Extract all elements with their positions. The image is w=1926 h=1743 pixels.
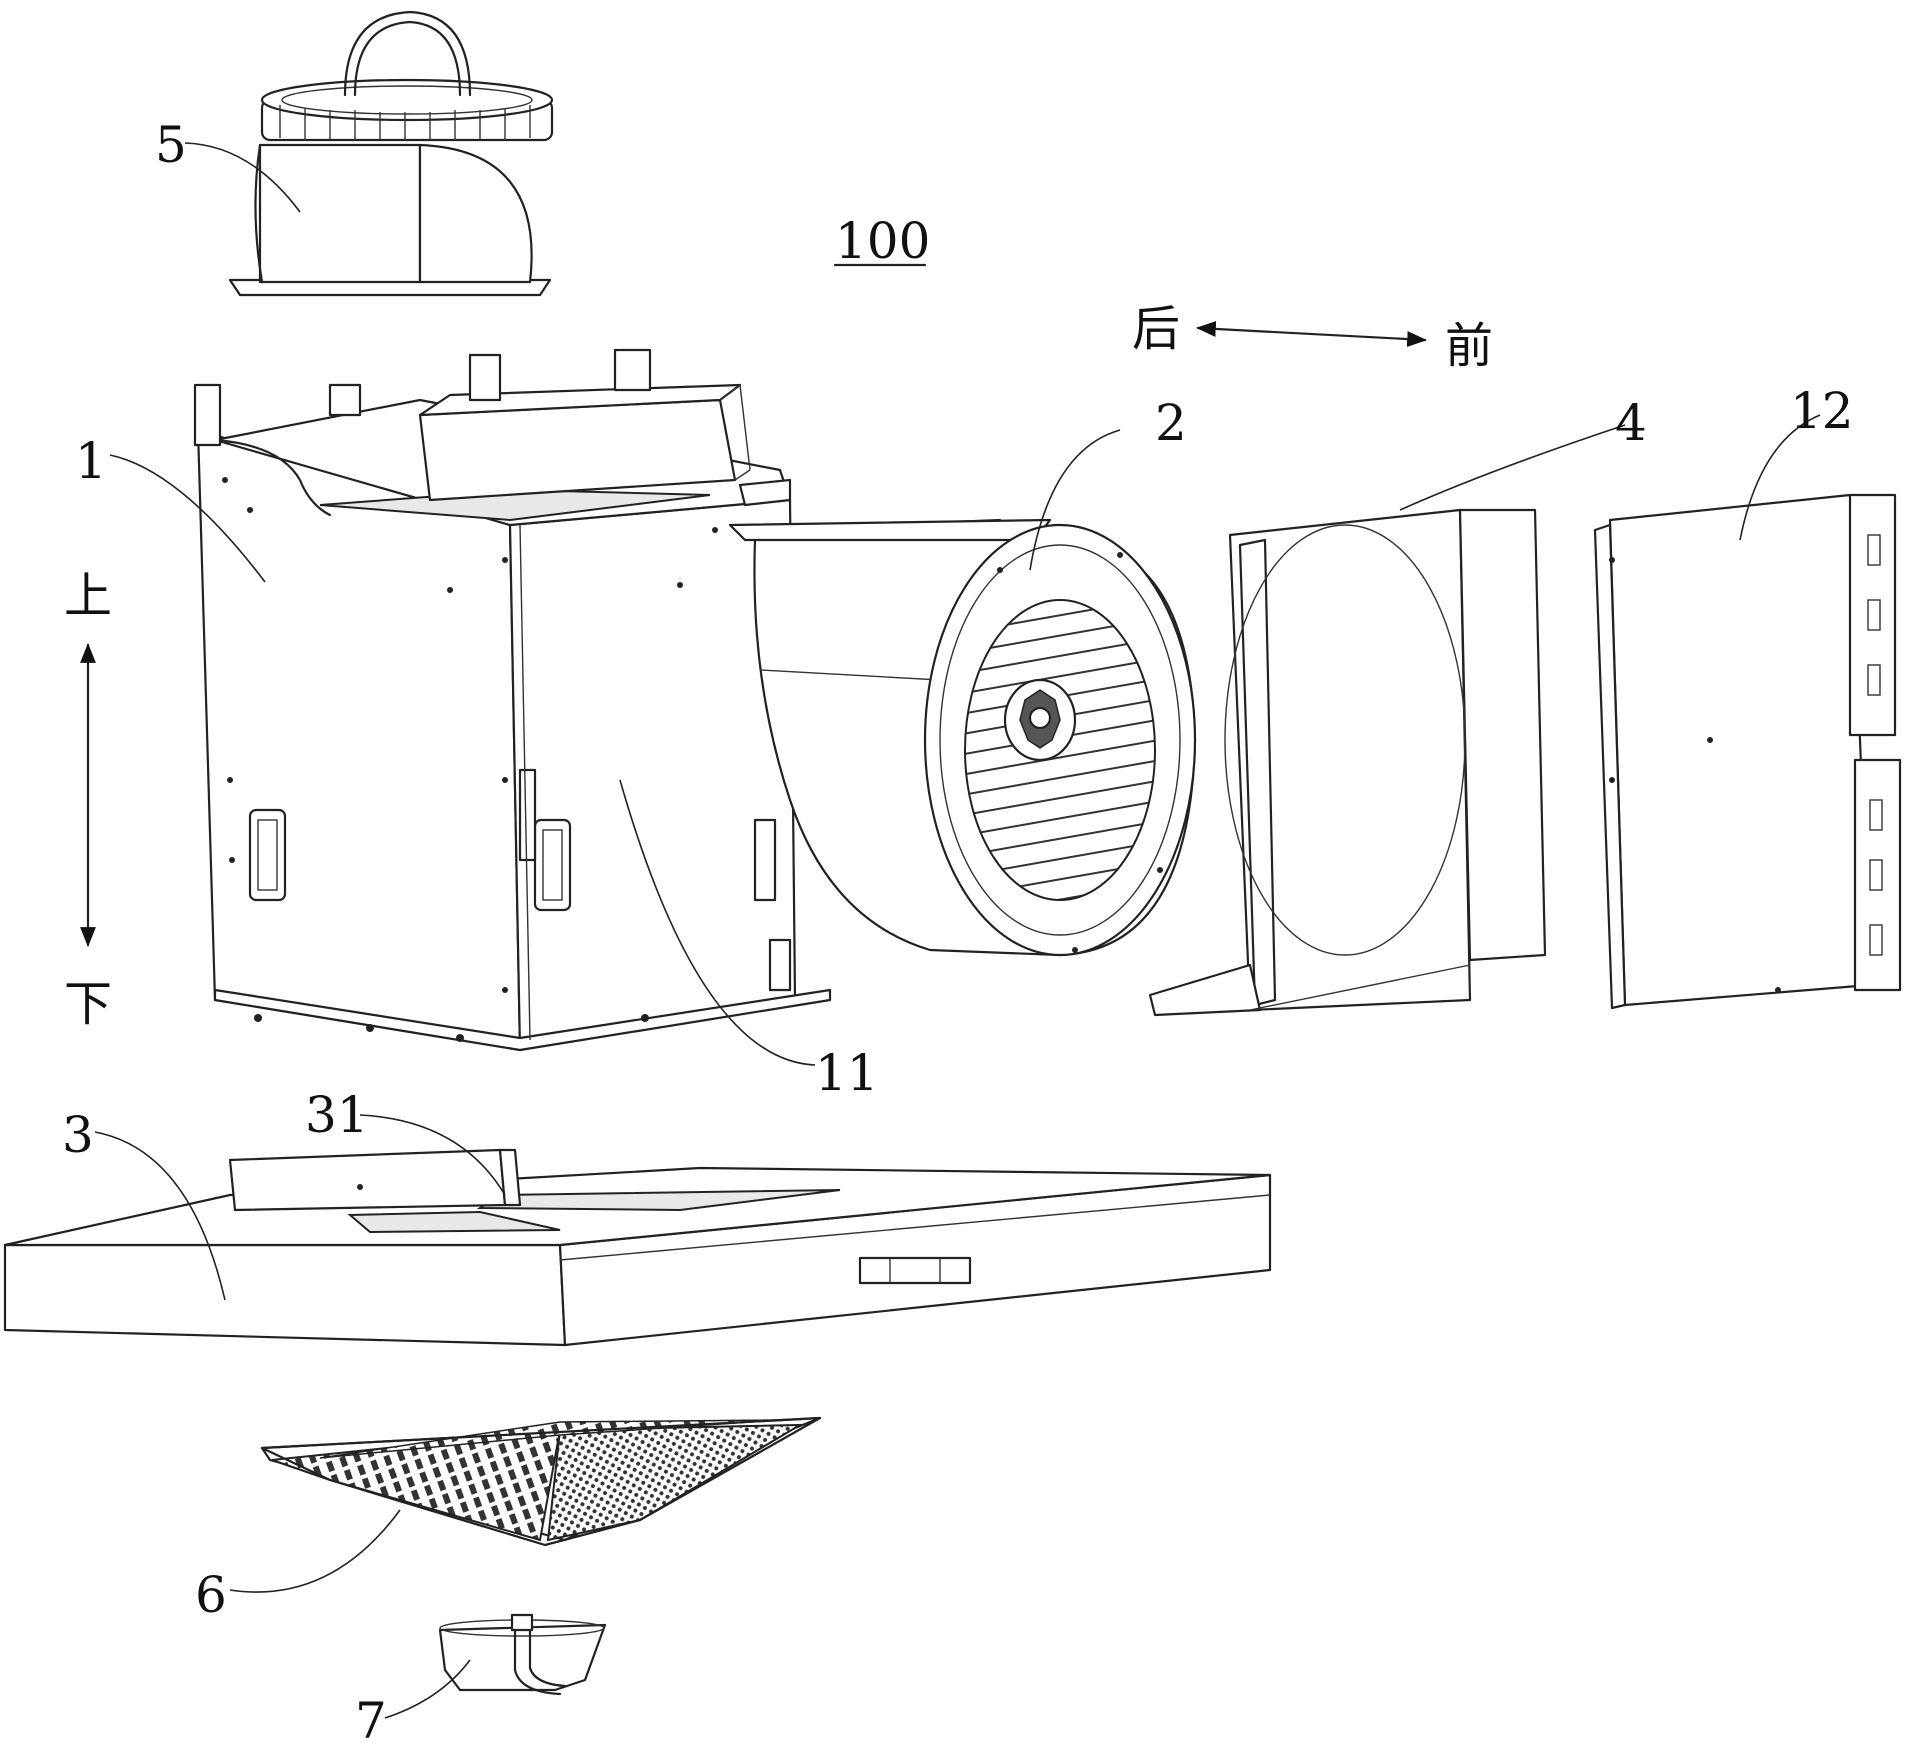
hood-body-part-3 (3, 1148, 1272, 1347)
direction-up-label: 上 (64, 568, 112, 624)
direction-rear-label: 后 (1132, 301, 1180, 357)
part-label-7: 7 (355, 1692, 387, 1743)
part-label-31: 31 (305, 1086, 369, 1144)
duct-connector-part-5 (228, 10, 554, 297)
ring-plate-part-4 (1148, 508, 1547, 1017)
direction-down-label: 下 (64, 976, 112, 1032)
direction-front-label: 前 (1445, 318, 1493, 374)
assembly-ref: 100 (835, 212, 930, 270)
part-label-6: 6 (195, 1566, 227, 1624)
filter-net-part-6 (260, 1416, 822, 1547)
housing-part-1 (193, 348, 832, 1052)
direction-indicator-horizontal (1196, 321, 1427, 347)
side-panel-part-12 (1593, 493, 1902, 1010)
part-label-12: 12 (1790, 382, 1854, 440)
part-label-3: 3 (62, 1106, 94, 1164)
ring-ribs (279, 105, 531, 140)
part-label-5: 5 (155, 116, 187, 174)
leader-lines (94, 142, 1821, 1719)
part-label-4: 4 (1615, 394, 1647, 452)
part-label-2: 2 (1155, 394, 1187, 452)
part-label-11: 11 (815, 1044, 879, 1102)
fan-volute-part-2 (728, 518, 1197, 957)
oil-cup-part-7 (438, 1613, 607, 1696)
part-label-1: 1 (75, 432, 107, 490)
